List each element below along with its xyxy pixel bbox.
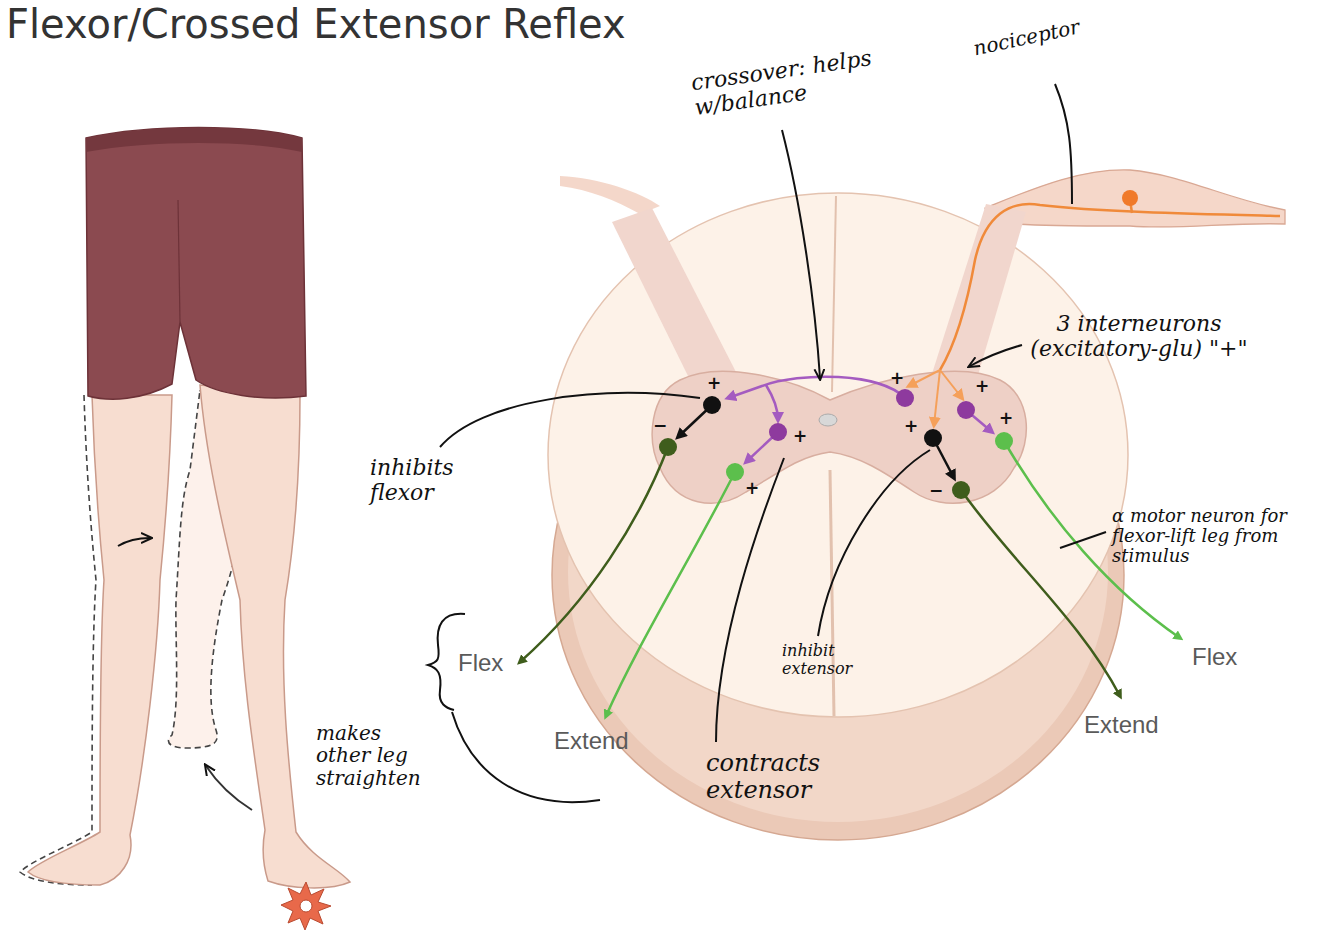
output-label: Extend bbox=[554, 728, 629, 754]
output-label: Flex bbox=[1192, 644, 1237, 670]
annotation: 3 interneurons (excitatory-glu) "+" bbox=[1028, 312, 1250, 361]
synapse-sign: + bbox=[793, 428, 807, 445]
legs-figure bbox=[20, 128, 350, 930]
synapse-sign: − bbox=[929, 482, 943, 499]
synapse-sign: − bbox=[653, 417, 667, 434]
leader-lines bbox=[428, 84, 1106, 802]
annotation: nociceptor bbox=[971, 7, 1122, 60]
annotation: makes other leg straighten bbox=[316, 722, 432, 789]
annotation: crossover: helps w/balance bbox=[690, 41, 915, 120]
annotation: α motor neuron for flexor-lift leg from … bbox=[1112, 506, 1318, 566]
output-label: Extend bbox=[1084, 712, 1159, 738]
synapse-sign: + bbox=[904, 418, 918, 435]
output-label: Flex bbox=[458, 650, 503, 676]
synapse-sign: + bbox=[745, 480, 759, 497]
annotation: inhibits flexor bbox=[370, 456, 480, 505]
nociceptor-neuron bbox=[909, 190, 1280, 425]
spinal-cord bbox=[548, 170, 1285, 840]
synapse-sign: + bbox=[707, 375, 721, 392]
annotation: inhibit extensor bbox=[782, 642, 892, 678]
motor-axons bbox=[520, 441, 1180, 716]
interneurons bbox=[659, 377, 1013, 499]
diagram-title: Flexor/Crossed Extensor Reflex bbox=[6, 2, 626, 46]
synapse-sign: + bbox=[975, 378, 989, 395]
synapse-sign: + bbox=[890, 370, 904, 387]
synapse-sign: + bbox=[999, 410, 1013, 427]
annotation: contracts extensor bbox=[706, 750, 856, 804]
